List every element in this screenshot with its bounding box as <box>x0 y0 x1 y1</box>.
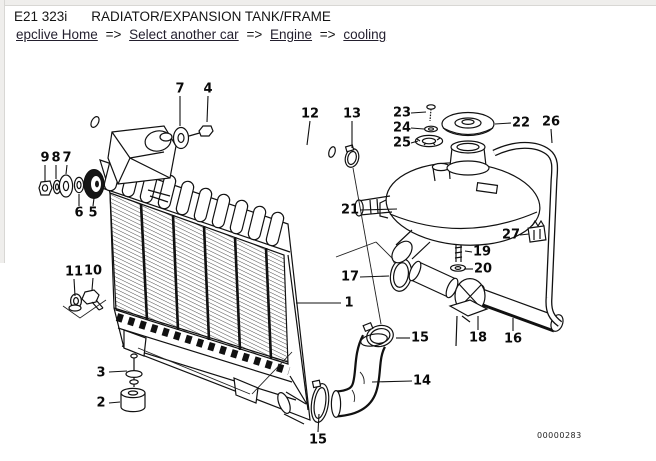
callout-leader-5 <box>92 197 95 207</box>
callout-label-15: 15 <box>309 433 327 448</box>
radiator-1 <box>99 125 311 425</box>
callout-leader-17 <box>359 275 390 278</box>
gasket-25 <box>414 134 444 148</box>
assembly-guide-lines <box>137 167 394 395</box>
breadcrumb-link-select-car[interactable]: Select another car <box>129 27 239 42</box>
bolt-10 <box>81 289 104 311</box>
callout-label-7: 7 <box>175 82 184 97</box>
breadcrumb-separator: => <box>105 27 122 42</box>
breadcrumb-separator: => <box>246 27 263 42</box>
callout-label-15: 15 <box>411 331 429 346</box>
callout-leader-10 <box>91 277 94 291</box>
callout-label-16: 16 <box>504 332 522 347</box>
washer-20 <box>450 264 467 272</box>
nut-9 <box>38 180 53 196</box>
callout-label-19: 19 <box>473 245 491 260</box>
callout-leader-21 <box>359 208 398 211</box>
callout-label-9: 9 <box>40 151 49 166</box>
hose-clamp-15-lower <box>310 379 330 423</box>
callout-leader-11 <box>73 278 76 297</box>
frame-pipe-12 <box>88 93 336 158</box>
callout-label-2: 2 <box>96 396 105 411</box>
bracket-plate-outline <box>62 299 107 319</box>
diagram-code: 00000283 <box>537 431 582 440</box>
callout-leader-14 <box>371 380 413 383</box>
callout-label-24: 24 <box>393 121 411 136</box>
callout-label-20: 20 <box>474 262 492 277</box>
callout-leader-22 <box>494 122 512 125</box>
callout-label-14: 14 <box>413 374 431 389</box>
washer-7-top <box>172 126 190 150</box>
pipe-bracket-18 <box>448 278 489 347</box>
washer-7-left <box>58 174 74 198</box>
callout-label-21: 21 <box>341 203 359 218</box>
callout-leader-3 <box>108 370 128 373</box>
page-title: E21 323i RADIATOR/EXPANSION TANK/FRAME <box>14 9 331 24</box>
callout-leader-2 <box>108 401 121 404</box>
core-dividers <box>139 203 273 360</box>
clip-11 <box>68 293 82 312</box>
window-left-edge <box>0 0 5 263</box>
expansion-tank-21 <box>354 140 541 264</box>
washer-24 <box>424 125 439 133</box>
callout-label-18: 18 <box>469 331 487 346</box>
callout-label-7: 7 <box>62 151 71 166</box>
callout-leader-24 <box>410 127 425 130</box>
callout-leader-7 <box>65 164 68 175</box>
callout-label-5: 5 <box>88 206 97 221</box>
callout-leader-12 <box>306 120 311 146</box>
callout-label-4: 4 <box>203 82 212 97</box>
callout-label-11: 11 <box>65 265 83 280</box>
bushing-6 <box>73 176 85 194</box>
callout-label-1: 1 <box>344 296 353 311</box>
callout-label-6: 6 <box>74 206 83 221</box>
breadcrumb-link-engine[interactable]: Engine <box>269 27 313 42</box>
breadcrumb-link-cooling[interactable]: cooling <box>343 27 387 42</box>
callout-label-25: 25 <box>393 136 411 151</box>
lower-hose-14 <box>330 333 388 419</box>
model-code: E21 323i <box>14 9 68 24</box>
callout-leader-26 <box>550 128 553 144</box>
callout-label-27: 27 <box>502 228 520 243</box>
callout-label-26: 26 <box>542 115 560 130</box>
callout-label-22: 22 <box>512 116 530 131</box>
callout-leader-4 <box>206 95 209 123</box>
callout-leader-19 <box>464 250 473 253</box>
callout-leader-15 <box>317 413 320 433</box>
grommet-5 <box>83 169 105 199</box>
rubber-mount-2 <box>120 387 146 413</box>
callout-leader-27 <box>519 233 530 236</box>
overflow-hose-26 <box>492 141 563 327</box>
breadcrumb: epclive Home => Select another car => En… <box>16 27 386 42</box>
callout-label-10: 10 <box>84 264 102 279</box>
callout-label-3: 3 <box>96 366 105 381</box>
callout-leader-25 <box>410 140 419 144</box>
screw-23 <box>426 104 436 122</box>
callout-label-8: 8 <box>51 151 60 166</box>
connector-hose <box>408 260 459 299</box>
window-top-edge <box>0 0 656 6</box>
callout-label-17: 17 <box>341 270 359 285</box>
breadcrumb-link-home[interactable]: epclive Home <box>16 27 98 42</box>
hose-clamp-15-upper <box>362 321 394 348</box>
callout-label-23: 23 <box>393 106 411 121</box>
callout-label-13: 13 <box>343 107 361 122</box>
callout-leader-23 <box>410 111 427 114</box>
clip-27 <box>527 219 547 243</box>
callout-label-12: 12 <box>301 107 319 122</box>
bolt-4 <box>188 125 214 137</box>
tank-cap-22 <box>441 111 495 137</box>
breadcrumb-separator: => <box>319 27 336 42</box>
section-title: RADIATOR/EXPANSION TANK/FRAME <box>91 9 331 24</box>
mount-pin-3 <box>125 353 143 387</box>
hose-clamp-13 <box>344 144 360 168</box>
